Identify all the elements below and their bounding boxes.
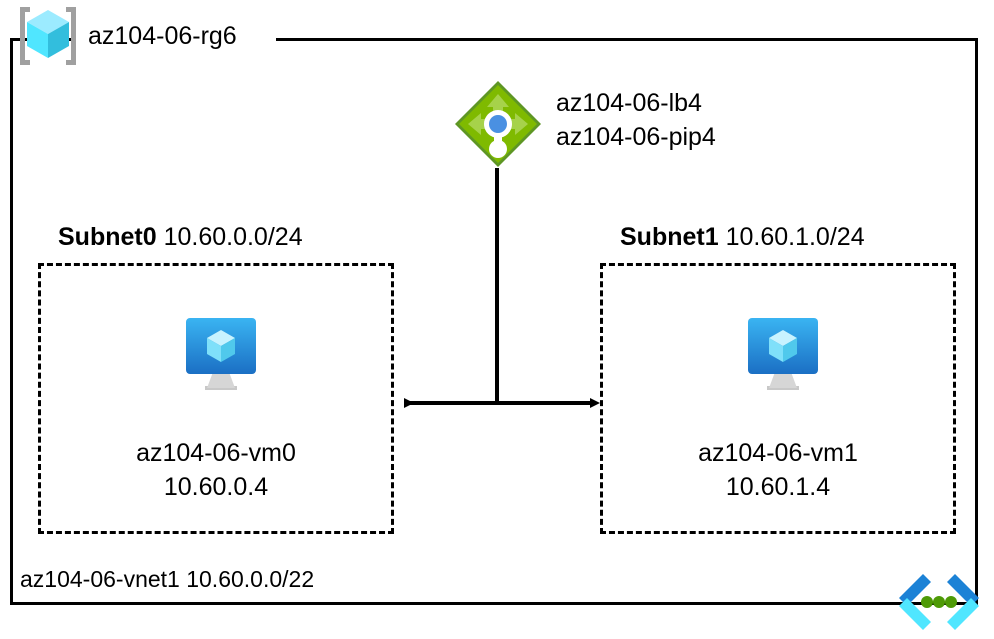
subnet0-box <box>38 263 394 534</box>
subnet0-name: Subnet0 <box>58 223 157 251</box>
virtual-machine-icon <box>177 314 265 396</box>
subnet0-cidr: 10.60.0.0/24 <box>163 223 303 251</box>
subnet1-cidr: 10.60.1.0/24 <box>725 223 865 251</box>
subnet0-title: Subnet0 10.60.0.0/24 <box>58 222 303 252</box>
subnet1-name: Subnet1 <box>620 223 719 251</box>
load-balancer-labels: az104-06-lb4 az104-06-pip4 <box>556 86 716 154</box>
vm1-ip: 10.60.1.4 <box>725 473 831 501</box>
subnet0-vm-label: az104-06-vm0 10.60.0.4 <box>38 436 394 504</box>
resource-group-boundary <box>10 38 978 605</box>
resource-group-icon <box>14 2 82 70</box>
vm0-name: az104-06-vm0 <box>136 439 296 467</box>
subnet1-vm-label: az104-06-vm1 10.60.1.4 <box>600 436 956 504</box>
load-balancer-name: az104-06-lb4 <box>556 89 702 117</box>
load-balancer-icon <box>452 78 544 170</box>
resource-group-label: az104-06-rg6 <box>88 22 237 50</box>
virtual-machine-icon <box>739 314 827 396</box>
resource-group-label-gap <box>76 26 276 52</box>
vm1-name: az104-06-vm1 <box>698 439 858 467</box>
vnet-label: az104-06-vnet1 10.60.0.0/22 <box>20 566 315 592</box>
vm0-ip: 10.60.0.4 <box>163 473 269 501</box>
public-ip-name: az104-06-pip4 <box>556 123 716 151</box>
subnet1-title: Subnet1 10.60.1.0/24 <box>620 222 865 252</box>
subnet1-box <box>600 263 956 534</box>
virtual-network-icon <box>893 572 985 634</box>
